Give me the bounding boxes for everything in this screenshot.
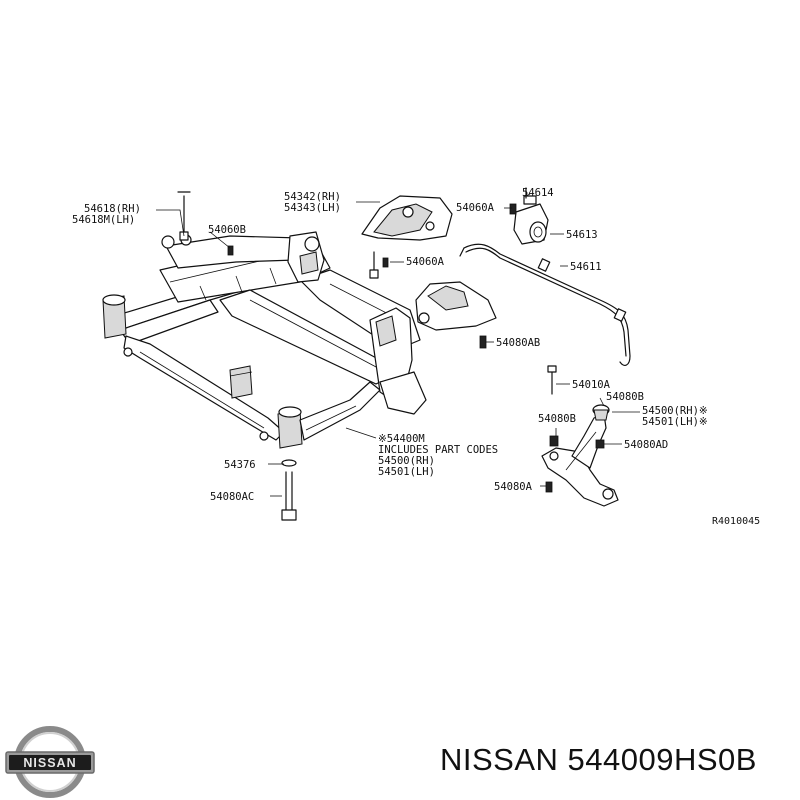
label-54060a-mid: 54060A bbox=[406, 256, 445, 268]
bolt-54080ab bbox=[479, 335, 487, 349]
bolt-54080ac bbox=[281, 471, 297, 521]
note-line-3: 54500(RH) bbox=[378, 455, 435, 467]
label-54611: 54611 bbox=[570, 261, 602, 273]
nissan-logo: NISSAN bbox=[5, 726, 95, 798]
label-54618: 54618(RH) bbox=[84, 203, 141, 215]
front-suspension-member bbox=[102, 231, 427, 449]
bolt-54060a-mid bbox=[369, 251, 389, 279]
note-line-4: 54501(LH) bbox=[378, 466, 435, 478]
label-54080ad: 54080AD bbox=[624, 439, 668, 451]
label-54376: 54376 bbox=[224, 459, 256, 471]
label-54080ac: 54080AC bbox=[210, 491, 254, 503]
reference-code: R4010045 bbox=[712, 516, 760, 527]
part-number-caption: NISSAN 544009HS0B bbox=[440, 742, 757, 777]
lower-arm-54500 bbox=[541, 404, 619, 507]
label-54618m: 54618M(LH) bbox=[72, 214, 135, 226]
note-line-2: INCLUDES PART CODES bbox=[378, 444, 498, 456]
right-bracket bbox=[415, 281, 497, 331]
label-54080a: 54080A bbox=[494, 481, 533, 493]
label-54080b-left: 54080B bbox=[538, 413, 576, 425]
bolt-54060a-top bbox=[509, 203, 517, 215]
bracket-54342 bbox=[361, 195, 453, 241]
label-54501: 54501(LH)※ bbox=[642, 416, 708, 428]
bolt-54080a bbox=[545, 481, 553, 493]
label-54080b-right: 54080B bbox=[606, 391, 644, 403]
logo-text: NISSAN bbox=[23, 756, 76, 770]
label-54342: 54342(RH) bbox=[284, 191, 341, 203]
nut-54080ad bbox=[595, 439, 605, 449]
label-54613: 54613 bbox=[566, 229, 598, 241]
label-54614: 54614 bbox=[522, 187, 554, 199]
label-54060a-top: 54060A bbox=[456, 202, 495, 214]
bolt-54010a bbox=[547, 365, 557, 395]
bolt-54060b bbox=[227, 245, 234, 256]
bushing-54613 bbox=[513, 187, 549, 245]
stabilizer-bar-54611 bbox=[459, 243, 631, 366]
washer-54376 bbox=[281, 459, 297, 467]
label-54500: 54500(RH)※ bbox=[642, 405, 708, 417]
leader-lines bbox=[156, 193, 640, 497]
note-line-1: ※54400M bbox=[378, 433, 425, 445]
label-54060b: 54060B bbox=[208, 224, 246, 236]
nut-54080b-left bbox=[549, 435, 559, 447]
label-54080ab: 54080AB bbox=[496, 337, 540, 349]
label-54343: 54343(LH) bbox=[284, 202, 341, 214]
label-54010a: 54010A bbox=[572, 379, 611, 391]
bolt-54618 bbox=[177, 191, 191, 241]
part-labels: 54618(RH) 54618M(LH) 54060B 54342(RH) 54… bbox=[72, 187, 760, 527]
